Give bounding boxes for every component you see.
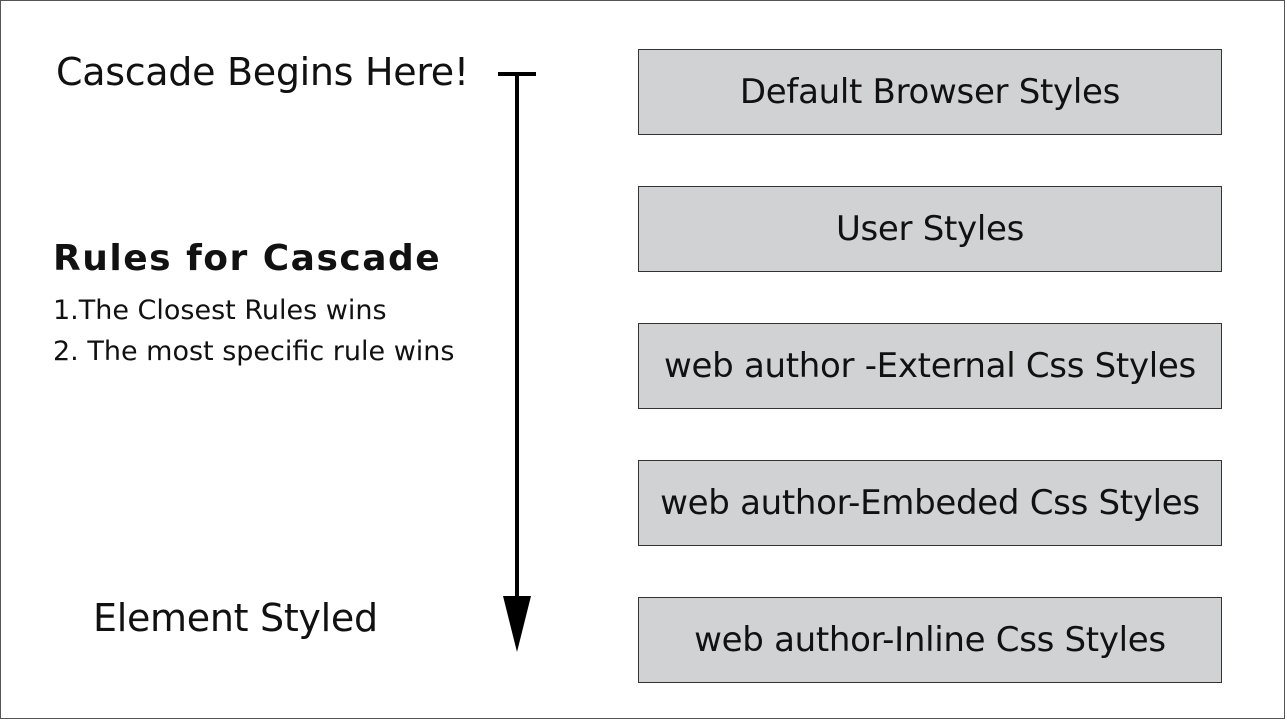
cascade-arrow <box>498 72 536 652</box>
rule-item-1: 1.The Closest Rules wins <box>53 295 387 326</box>
arrow-head <box>503 596 531 652</box>
cascade-layer-stack: Default Browser Styles User Styles web a… <box>638 49 1222 683</box>
layer-external-css-styles: web author -External Css Styles <box>638 323 1222 409</box>
rule-item-2: 2. The most specific rule wins <box>53 336 455 367</box>
cascade-start-label: Cascade Begins Here! <box>56 50 469 94</box>
layer-embedded-css-styles: web author-Embeded Css Styles <box>638 460 1222 546</box>
layer-inline-css-styles: web author-Inline Css Styles <box>638 597 1222 683</box>
layer-user-styles: User Styles <box>638 186 1222 272</box>
layer-default-browser-styles: Default Browser Styles <box>638 49 1222 135</box>
element-styled-label: Element Styled <box>93 596 378 640</box>
rules-heading: Rules for Cascade <box>53 238 442 279</box>
